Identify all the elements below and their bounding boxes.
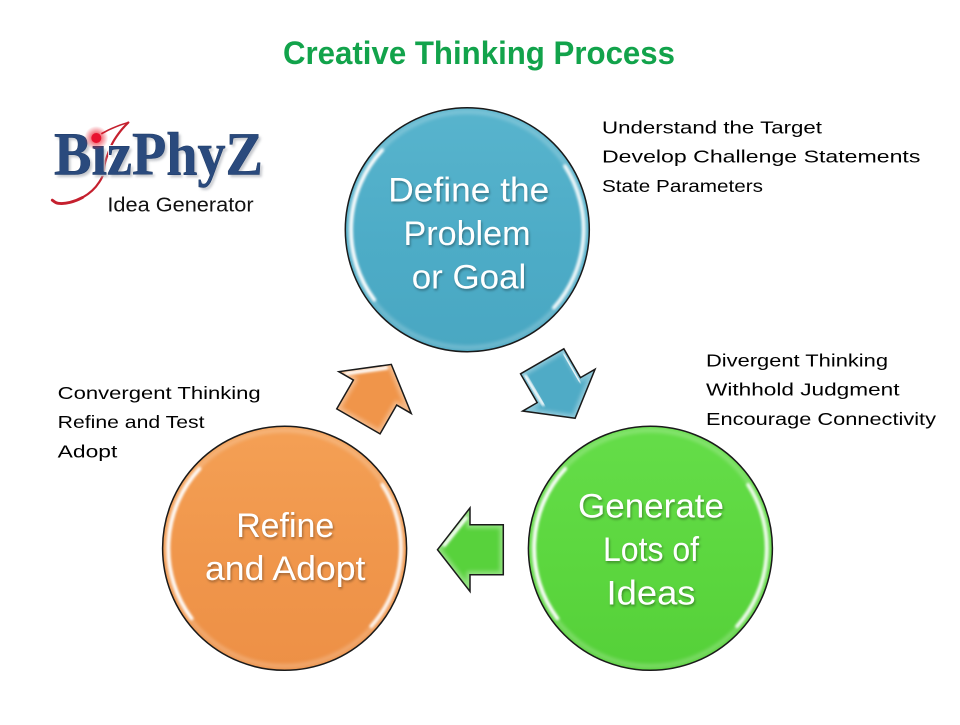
svg-text:Refine: Refine <box>236 507 334 545</box>
svg-text:Divergent Thinking: Divergent Thinking <box>706 350 888 370</box>
svg-text:BızPhyZ: BızPhyZ <box>54 122 263 189</box>
svg-text:and Adopt: and Adopt <box>205 550 366 588</box>
svg-text:Refine and Test: Refine and Test <box>58 412 205 432</box>
svg-text:Generate: Generate <box>578 488 724 526</box>
svg-text:Define the: Define the <box>388 172 549 210</box>
svg-text:Ideas: Ideas <box>607 575 696 613</box>
svg-text:or Goal: or Goal <box>412 259 527 297</box>
svg-text:State Parameters: State Parameters <box>602 176 763 196</box>
svg-text:Convergent Thinking: Convergent Thinking <box>58 383 261 403</box>
svg-text:Adopt: Adopt <box>58 441 118 461</box>
svg-text:Problem: Problem <box>404 215 531 253</box>
svg-text:Understand the Target: Understand the Target <box>602 117 822 137</box>
svg-text:Withhold Judgment: Withhold Judgment <box>706 380 900 400</box>
svg-text:Creative Thinking Process: Creative Thinking Process <box>283 35 675 71</box>
svg-text:Encourage Connectivity: Encourage Connectivity <box>706 409 936 429</box>
svg-text:Develop Challenge Statements: Develop Challenge Statements <box>602 147 921 167</box>
svg-text:Lots of: Lots of <box>603 531 699 569</box>
svg-text:Idea Generator: Idea Generator <box>107 193 253 216</box>
